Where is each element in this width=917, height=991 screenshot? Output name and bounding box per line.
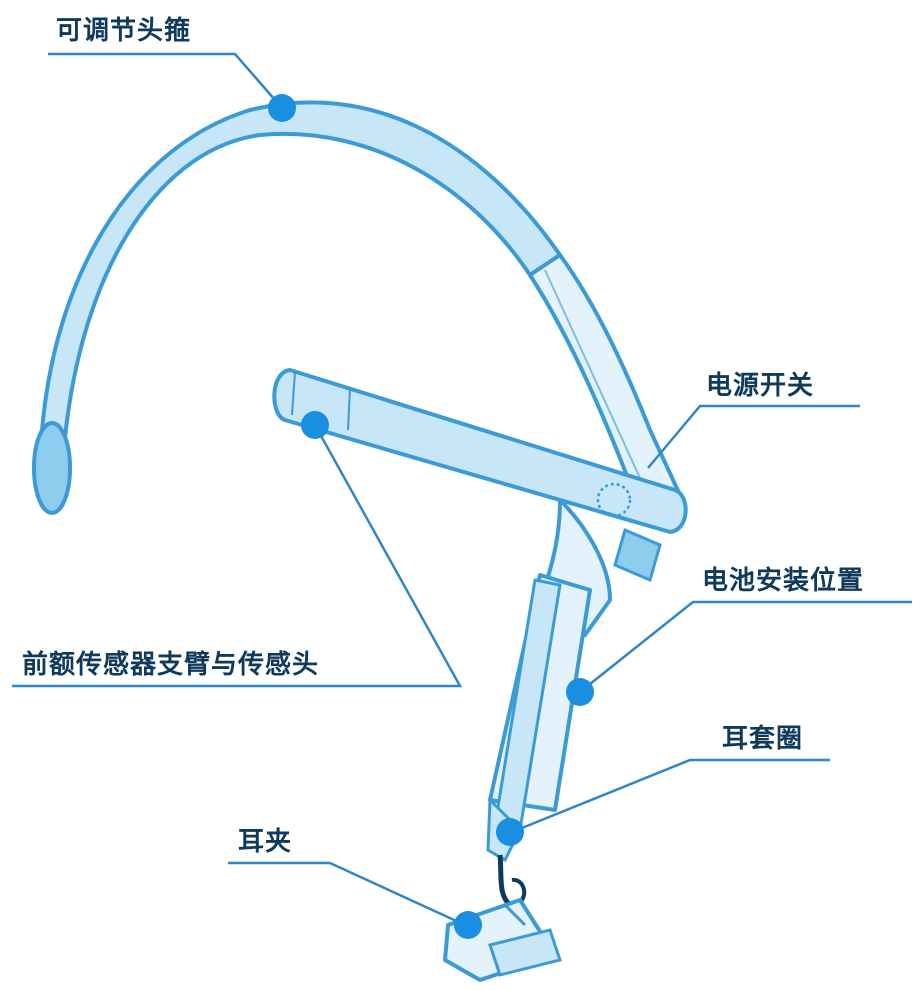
leader-sensor [12,424,463,688]
label-battery-location: 电池安装位置 [702,566,865,596]
leader-power [647,404,860,469]
label-ear-loop: 耳套圈 [722,724,804,754]
marker-earclip [454,911,482,939]
label-ear-clip: 耳夹 [238,827,293,857]
marker-sensor [301,411,329,439]
ear-pad [32,421,72,515]
marker-battery [566,678,594,706]
label-forehead-sensor: 前额传感器支臂与传感头 [22,650,320,680]
leader-earclip [228,861,466,927]
label-power-switch: 电源开关 [706,371,815,401]
marker-headband [268,94,296,122]
leader-battery [579,600,912,693]
power-switch-dotted-circle [596,482,632,518]
leader-earloop [511,758,830,834]
markers [268,94,594,939]
label-adjustable-headband: 可调节头箍 [56,16,192,46]
leader-lines [12,52,912,927]
leader-headband [48,52,283,109]
adjustable-headband [32,100,682,515]
forehead-sensor-arm [272,368,688,534]
battery-arm [486,573,592,863]
marker-earloop [496,818,524,846]
